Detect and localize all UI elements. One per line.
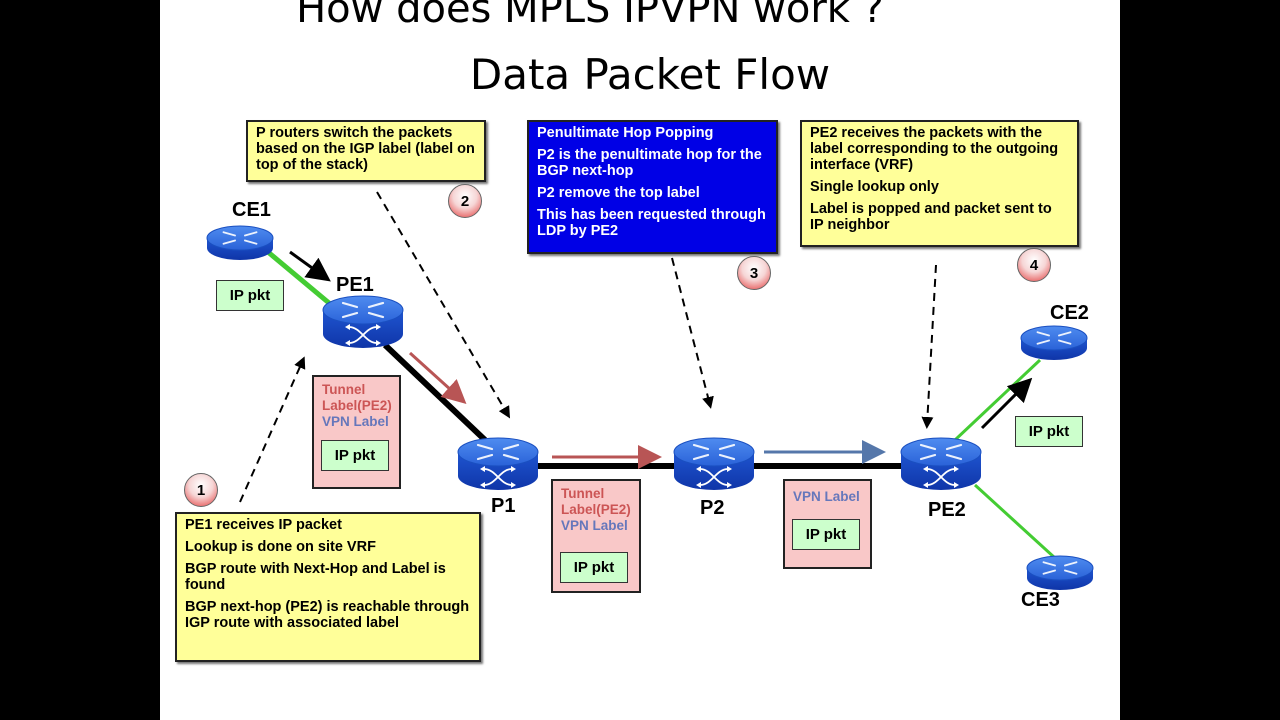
step-2-line: P routers switch the packets based on th… — [256, 125, 475, 173]
step-2-note: P routers switch the packets based on th… — [246, 120, 486, 182]
packet-ce1-pe1-ip: IP pkt — [216, 280, 284, 311]
router-ce1-icon — [206, 225, 274, 260]
link-pe2-ce3 — [973, 483, 1057, 560]
slide-subtitle: Data Packet Flow — [469, 50, 831, 99]
step-badge-2: 2 — [448, 184, 482, 218]
vpn-label: VPN Label — [793, 489, 860, 504]
callout-pointer-2 — [376, 191, 511, 419]
step-1-line: BGP next-hop (PE2) is reachable through … — [185, 599, 470, 631]
link-ce1-pe1 — [266, 250, 337, 310]
node-label-p1: P1 — [491, 495, 516, 517]
step-3-line: Penultimate Hop Popping — [537, 125, 714, 141]
step-1-line: PE1 receives IP packet — [185, 517, 342, 533]
step-badge-3: 3 — [737, 256, 771, 290]
step-badge-4: 4 — [1017, 248, 1051, 282]
link-pe1-p1 — [382, 342, 488, 443]
router-ce2-icon — [1020, 325, 1088, 360]
step-badge-1: 1 — [184, 473, 218, 507]
callout-pointer-3 — [671, 257, 714, 409]
step-1-line: Lookup is done on site VRF — [185, 539, 376, 555]
step-3-note: Penultimate Hop Popping P2 is the penult… — [527, 120, 778, 254]
router-ce3-icon — [1026, 555, 1094, 590]
step-1-note: PE1 receives IP packet Lookup is done on… — [175, 512, 481, 662]
slide-title: How does MPLS IPVPN work ? — [296, 0, 884, 32]
step-4-line: Label is popped and packet sent to IP ne… — [810, 201, 1052, 233]
packet-pe1-p1-ip: IP pkt — [321, 440, 389, 471]
node-label-ce1: CE1 — [232, 199, 271, 221]
node-label-pe2: PE2 — [928, 499, 966, 521]
packet-pe1-p1: Tunnel Label(PE2) VPN Label — [312, 375, 401, 489]
vpn-label: VPN Label — [322, 414, 389, 429]
router-p1-icon — [457, 437, 539, 490]
slide: How does MPLS IPVPN work ? Data Packet F… — [160, 0, 1120, 720]
step-4-note: PE2 receives the packets with the label … — [800, 120, 1079, 247]
node-label-pe1: PE1 — [336, 274, 374, 296]
router-pe1-icon — [322, 295, 404, 348]
router-p2-icon — [673, 437, 755, 490]
flow-arrow-ce1-pe1 — [289, 250, 331, 282]
callout-pointer-4 — [921, 264, 937, 429]
step-3-line: This has been requested through LDP by P… — [537, 207, 766, 239]
tunnel-label: Tunnel Label(PE2) — [561, 486, 631, 517]
node-label-p2: P2 — [700, 497, 725, 519]
step-1-line: BGP route with Next-Hop and Label is fou… — [185, 561, 446, 593]
step-3-line: P2 remove the top label — [537, 185, 700, 201]
step-4-line: PE2 receives the packets with the label … — [810, 125, 1059, 173]
flow-arrow-pe2-ce2 — [980, 377, 1033, 430]
link-pe2-ce2 — [953, 358, 1042, 442]
tunnel-label: Tunnel Label(PE2) — [322, 382, 392, 413]
packet-p2-pe2-ip: IP pkt — [792, 519, 860, 550]
step-3-line: P2 is the penultimate hop for the BGP ne… — [537, 147, 762, 179]
vpn-label: VPN Label — [561, 518, 628, 533]
flow-arrow-pe1-p1 — [408, 351, 467, 405]
network-diagram — [206, 191, 1094, 590]
callout-pointer-1 — [239, 356, 306, 503]
packet-p1-p2-ip: IP pkt — [560, 552, 628, 583]
node-label-ce3: CE3 — [1021, 589, 1060, 611]
router-pe2-icon — [900, 437, 982, 490]
packet-pe2-ce2-ip: IP pkt — [1015, 416, 1083, 447]
step-4-line: Single lookup only — [810, 179, 939, 195]
node-label-ce2: CE2 — [1050, 302, 1089, 324]
